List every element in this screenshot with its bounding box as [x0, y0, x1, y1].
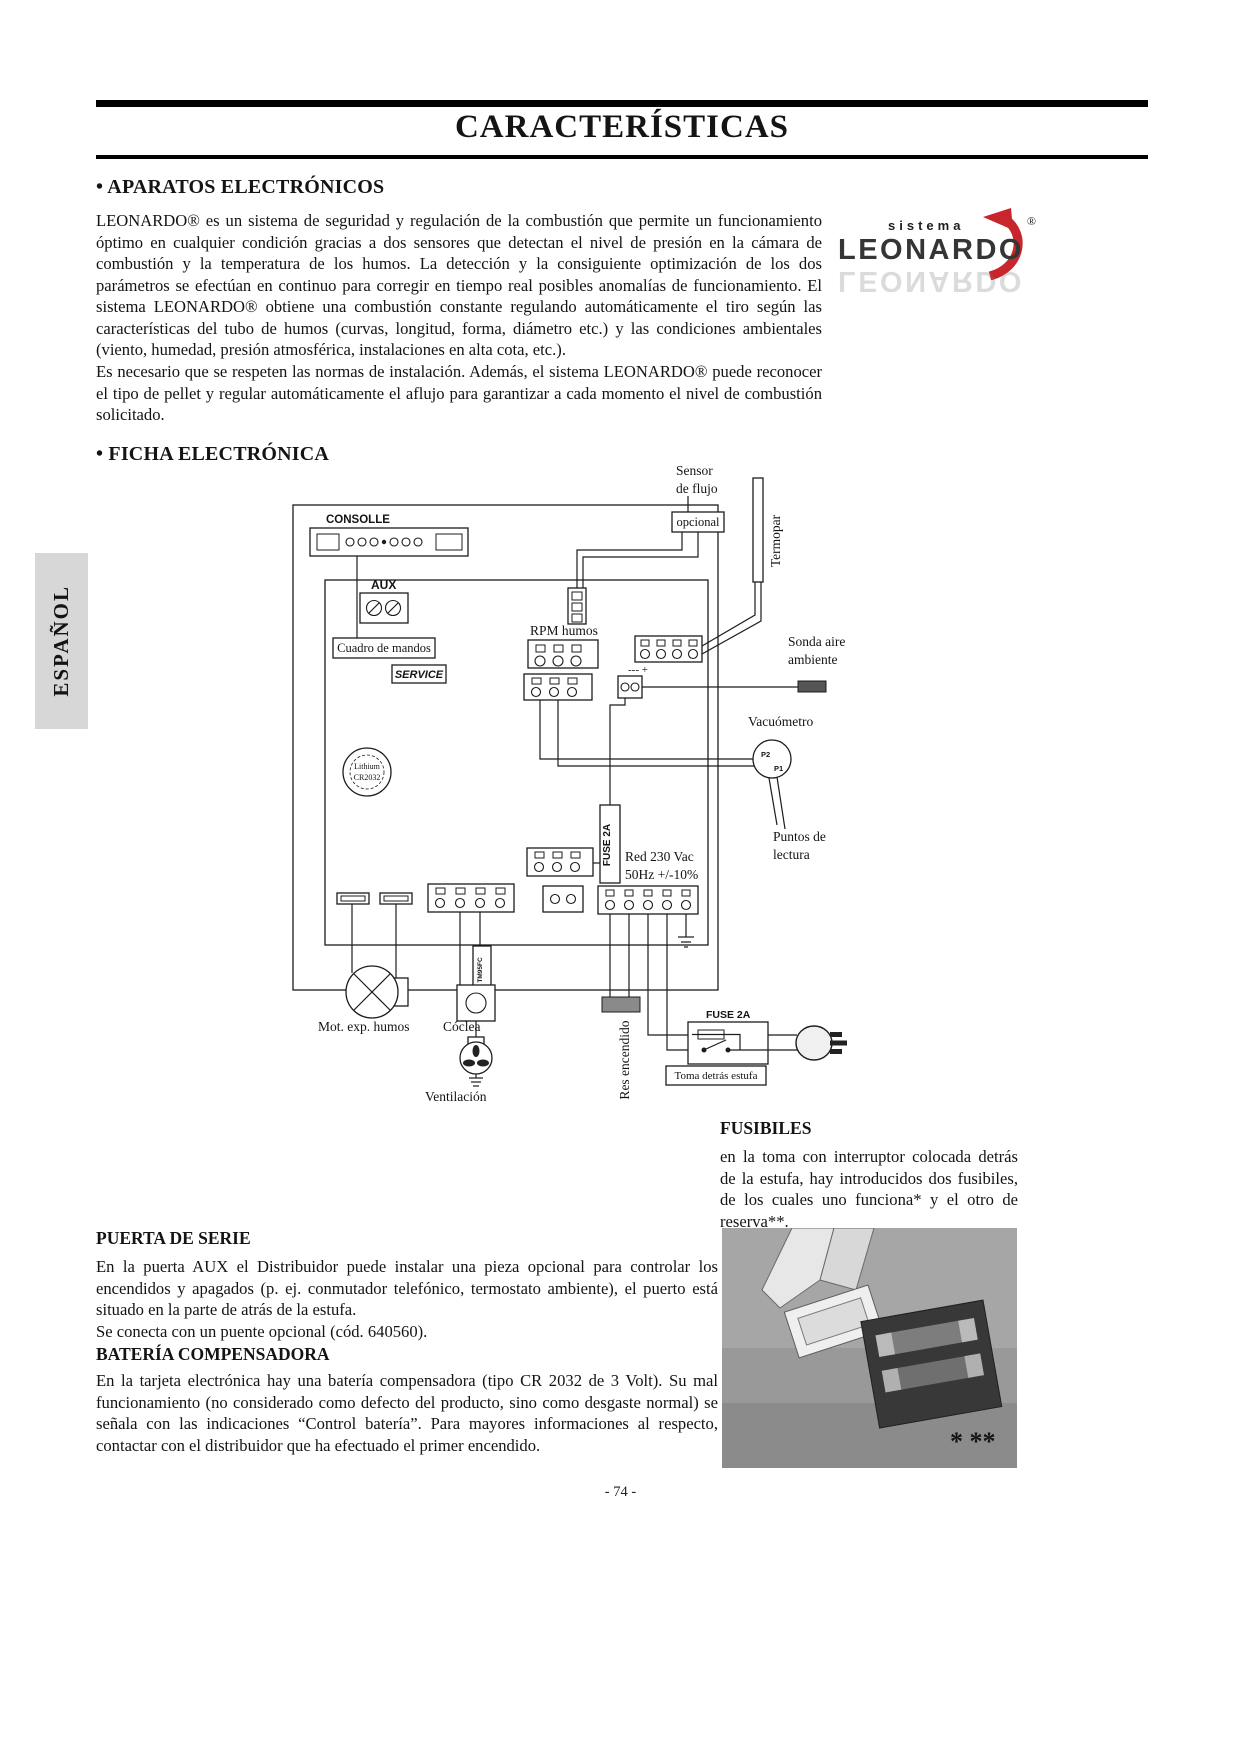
- service-port: SERVICE: [391, 664, 447, 684]
- ventilation-fan: Ventilación: [425, 1021, 493, 1104]
- svg-text:Sonda aire: Sonda aire: [788, 634, 845, 649]
- battery-icon: Lithium CR2032: [342, 747, 392, 797]
- svg-text:Mot. exp. humos: Mot. exp. humos: [318, 1019, 410, 1034]
- svg-text:RPM humos: RPM humos: [530, 623, 598, 638]
- logo-wordmark-reflection: LEONARDO: [838, 265, 1024, 297]
- room-probe: --- + Sonda aire ambiente: [617, 634, 845, 699]
- svg-text:50Hz +/-10%: 50Hz +/-10%: [625, 867, 698, 882]
- svg-text:SERVICE: SERVICE: [395, 669, 444, 681]
- svg-text:P2: P2: [761, 750, 770, 759]
- ground-icon: [678, 914, 694, 948]
- section-heading-aparatos: • APARATOS ELECTRÓNICOS: [96, 176, 385, 198]
- motor-connector: [336, 883, 515, 913]
- fusibiles-heading: FUSIBILES: [720, 1118, 812, 1138]
- svg-text:FUSE 2A: FUSE 2A: [706, 1009, 751, 1021]
- page-title: CARACTERÍSTICAS: [454, 109, 790, 145]
- ignition-resistor: Res encendido: [601, 914, 641, 1100]
- plug-icon: [795, 1025, 847, 1061]
- svg-text:CONSOLLE: CONSOLLE: [326, 514, 390, 526]
- photo-annotation: * **: [950, 1427, 996, 1456]
- smoke-motor: Mot. exp. humos: [318, 904, 410, 1034]
- thermocouple: Termopar: [701, 477, 783, 655]
- puerta-heading: PUERTA DE SERIE: [96, 1228, 251, 1248]
- rear-socket-fuse: FUSE 2A Toma detrás estufa: [647, 914, 847, 1086]
- svg-text:Res encendido: Res encendido: [617, 1020, 632, 1099]
- mains-connector: Red 230 Vac 50Hz +/-10%: [526, 847, 698, 913]
- svg-text:Red 230 Vac: Red 230 Vac: [625, 849, 694, 864]
- svg-text:Toma detrás estufa: Toma detrás estufa: [675, 1070, 758, 1082]
- fuse-holder: [860, 1299, 1003, 1429]
- output-connector: [597, 885, 699, 915]
- page-number: - 74 -: [604, 1484, 637, 1500]
- svg-text:Termopar: Termopar: [768, 514, 783, 567]
- rpm-smoke-connector: RPM humos: [523, 623, 599, 701]
- logo-sistema-text: sistema: [888, 218, 965, 233]
- svg-text:TM95FC: TM95FC: [477, 957, 484, 983]
- svg-text:opcional: opcional: [676, 515, 720, 529]
- svg-text:Lithium: Lithium: [354, 762, 381, 771]
- logo-wordmark: LEONARDO: [838, 234, 1024, 266]
- svg-text:CR2032: CR2032: [354, 773, 381, 782]
- aux-port: AUX: [359, 578, 409, 624]
- svg-text:Vacuómetro: Vacuómetro: [748, 714, 813, 729]
- auger-motor: TM95FC Cóclea: [443, 912, 496, 1034]
- bateria-body: En la tarjeta electrónica hay una baterí…: [96, 1371, 718, 1455]
- connector-shell: [783, 1284, 884, 1359]
- svg-text:ambiente: ambiente: [788, 652, 837, 667]
- svg-text:FUSE 2A: FUSE 2A: [602, 824, 613, 866]
- svg-text:--- +: --- +: [628, 664, 648, 676]
- console-connector: CONSOLLE: [309, 514, 469, 638]
- red-swoosh-arrow-icon: [983, 208, 1023, 280]
- registered-mark: ®: [1026, 214, 1036, 228]
- electronic-board-diagram: CONSOLLE AUX Cuadro de mandos SERVICE Se…: [292, 465, 847, 1104]
- aparatos-body: LEONARDO® es un sistema de seguridad y r…: [96, 211, 822, 425]
- language-tab: ESPAÑOL: [35, 553, 88, 729]
- control-panel-label: Cuadro de mandos: [332, 637, 436, 659]
- fuse-photo: * **: [722, 1228, 1017, 1468]
- fusibiles-body: en la toma con interruptor colocada detr…: [720, 1147, 1018, 1231]
- svg-text:Puntos de: Puntos de: [773, 829, 826, 844]
- svg-text:Sensor: Sensor: [676, 465, 713, 478]
- svg-text:de flujo: de flujo: [676, 481, 718, 496]
- header-rule-top: [96, 100, 1148, 107]
- flow-sensor: Sensor de flujo opcional: [567, 465, 725, 625]
- svg-text:P1: P1: [774, 764, 783, 773]
- svg-text:AUX: AUX: [371, 578, 396, 592]
- language-tab-label: ESPAÑOL: [49, 585, 73, 697]
- svg-text:Cóclea: Cóclea: [443, 1019, 480, 1034]
- fuse-onboard: FUSE 2A: [599, 698, 626, 884]
- svg-text:Ventilación: Ventilación: [425, 1089, 487, 1104]
- svg-text:lectura: lectura: [773, 847, 810, 862]
- bateria-heading: BATERÍA COMPENSADORA: [96, 1344, 330, 1364]
- section-heading-ficha: • FICHA ELECTRÓNICA: [96, 443, 330, 465]
- svg-text:Cuadro de mandos: Cuadro de mandos: [337, 641, 431, 655]
- header-rule-bottom: [96, 155, 1148, 159]
- puerta-body: En la puerta AUX el Distribuidor puede i…: [96, 1257, 718, 1341]
- vacuum-gauge: Vacuómetro P2 P1 Puntos de lectura: [539, 700, 826, 862]
- leonardo-logo: sistema ® LEONARDO LEONARDO: [838, 208, 1036, 310]
